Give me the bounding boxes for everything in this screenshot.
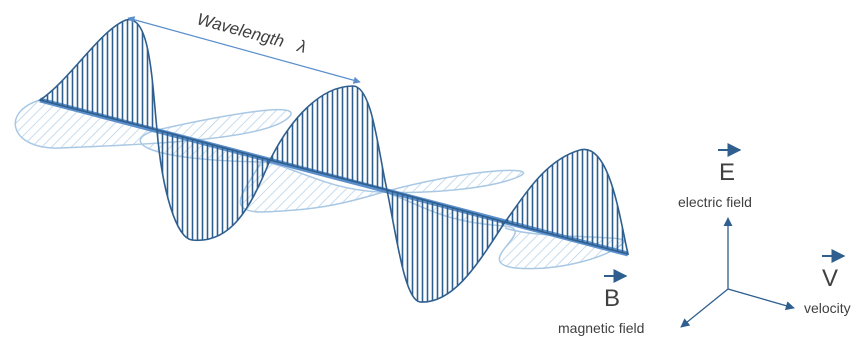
wavelength-label: Wavelength [195,10,286,52]
e-vector-label: E [719,159,735,186]
velocity-label: velocity [804,300,851,316]
magnetic-field-arrow [680,288,729,328]
wavelength-arrow [127,16,361,84]
b-vector-label: B [604,285,620,312]
velocity-arrow [727,288,795,311]
electric-field-label: electric field [678,194,752,210]
v-vector-label: V [822,265,838,292]
lambda-symbol: λ [294,36,308,57]
magnetic-field-label: magnetic field [558,320,644,336]
axes-triad [680,217,795,328]
electric-field-wave [38,19,630,303]
